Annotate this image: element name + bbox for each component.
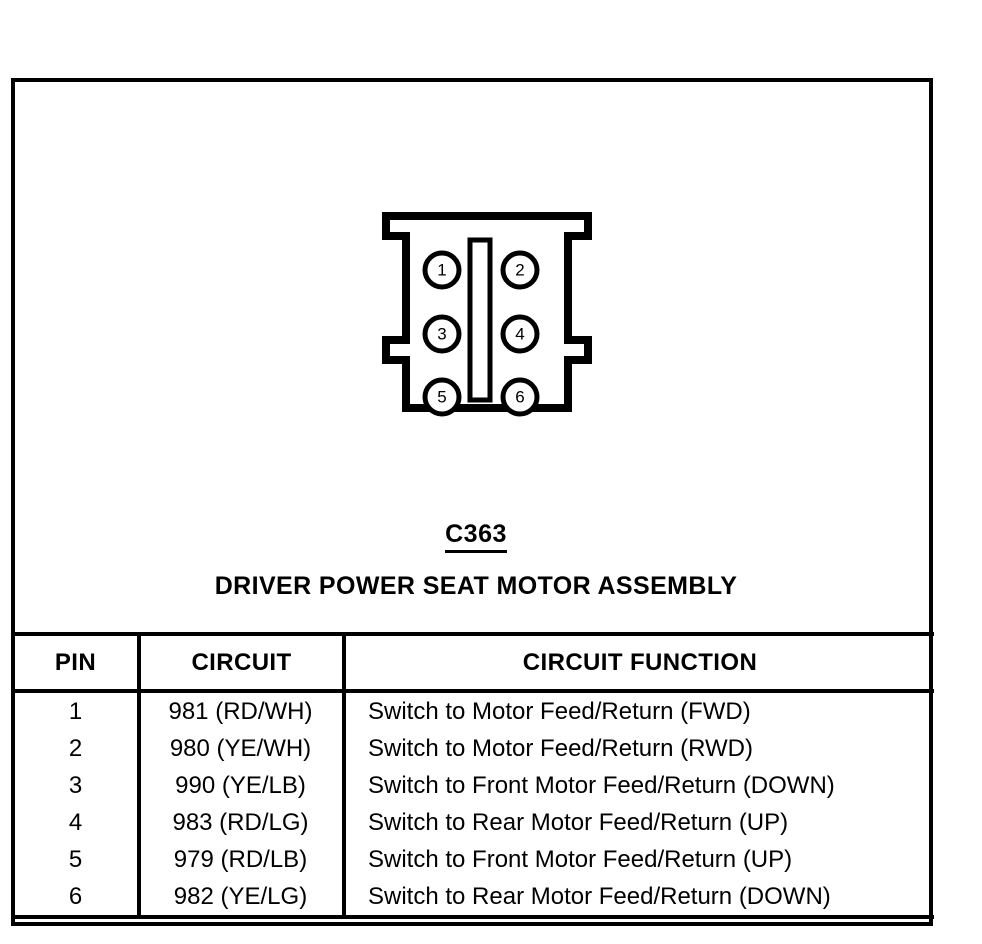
- connector-outline-svg: 1 2 3 4 5 6: [382, 212, 592, 417]
- pin-cavity-2: [500, 250, 540, 290]
- pin-cavity-3: [422, 314, 462, 354]
- pin-number-5: 5: [437, 388, 446, 407]
- pin-number-3: 3: [437, 325, 446, 344]
- table-row: 1 981 (RD/WH) Switch to Motor Feed/Retur…: [14, 691, 934, 730]
- diagram-frame: 1 2 3 4 5 6: [11, 78, 934, 926]
- cell-function: Switch to Rear Motor Feed/Return (DOWN): [344, 878, 934, 919]
- pin-cavity-1: [422, 250, 462, 290]
- pin-number-2: 2: [515, 261, 524, 280]
- cell-circuit: 981 (RD/WH): [139, 691, 346, 730]
- cell-circuit: 983 (RD/LG): [139, 804, 346, 841]
- cell-pin: 3: [14, 767, 141, 804]
- cell-circuit: 980 (YE/WH): [139, 730, 346, 767]
- connector-id-label: C363: [445, 522, 507, 553]
- cell-function: Switch to Front Motor Feed/Return (DOWN): [368, 771, 835, 799]
- table-row: 4 983 (RD/LG) Switch to Rear Motor Feed/…: [14, 804, 934, 841]
- pin-cavity-6: [500, 377, 540, 417]
- pin-assignment-table: PIN CIRCUIT CIRCUIT FUNCTION 1 981 (RD/W…: [14, 632, 934, 919]
- connector-title: DRIVER POWER SEAT MOTOR ASSEMBLY: [214, 572, 738, 600]
- cell-pin: 1: [14, 691, 141, 730]
- pin-number-1: 1: [437, 261, 446, 280]
- pin-cavity-5: [422, 377, 462, 417]
- cell-pin: 5: [14, 841, 141, 878]
- pin-table-body: 1 981 (RD/WH) Switch to Motor Feed/Retur…: [14, 691, 934, 919]
- cell-circuit: 990 (YE/LB): [139, 767, 346, 804]
- pin-cavity-4: [500, 314, 540, 354]
- pin-number-4: 4: [515, 325, 524, 344]
- pin-number-6: 6: [515, 388, 524, 407]
- table-row: 2 980 (YE/WH) Switch to Motor Feed/Retur…: [14, 730, 934, 767]
- cell-circuit: 982 (YE/LG): [139, 878, 346, 919]
- pin-table-header: PIN CIRCUIT CIRCUIT FUNCTION: [14, 632, 934, 693]
- column-header-circuit: CIRCUIT: [139, 632, 346, 693]
- table-row: 5 979 (RD/LB) Switch to Front Motor Feed…: [14, 841, 934, 878]
- cell-circuit: 979 (RD/LB): [139, 841, 346, 878]
- pin-table-container: PIN CIRCUIT CIRCUIT FUNCTION 1 981 (RD/W…: [14, 632, 934, 919]
- cell-function: Switch to Front Motor Feed/Return (UP): [368, 845, 793, 873]
- column-header-circuit-function: CIRCUIT FUNCTION: [344, 632, 934, 693]
- table-row: 3 990 (YE/LB) Switch to Front Motor Feed…: [14, 767, 934, 804]
- connector-body-diagram: 1 2 3 4 5 6: [382, 212, 592, 417]
- connector-shell-outline: [382, 212, 592, 412]
- cell-function: Switch to Motor Feed/Return (RWD): [368, 734, 753, 762]
- connector-illustration-area: 1 2 3 4 5 6: [15, 192, 937, 532]
- cell-pin: 2: [14, 730, 141, 767]
- connector-center-rib: [467, 237, 493, 403]
- connector-caption-block: C363 DRIVER POWER SEAT MOTOR ASSEMBLY: [15, 522, 937, 599]
- column-header-pin: PIN: [14, 632, 141, 693]
- table-row: 6 982 (YE/LG) Switch to Rear Motor Feed/…: [14, 878, 934, 919]
- cell-pin: 4: [14, 804, 141, 841]
- cell-pin: 6: [14, 878, 141, 919]
- table-header-row: PIN CIRCUIT CIRCUIT FUNCTION: [14, 632, 934, 693]
- cell-function: Switch to Motor Feed/Return (FWD): [368, 697, 751, 725]
- cell-function: Switch to Rear Motor Feed/Return (UP): [368, 808, 789, 836]
